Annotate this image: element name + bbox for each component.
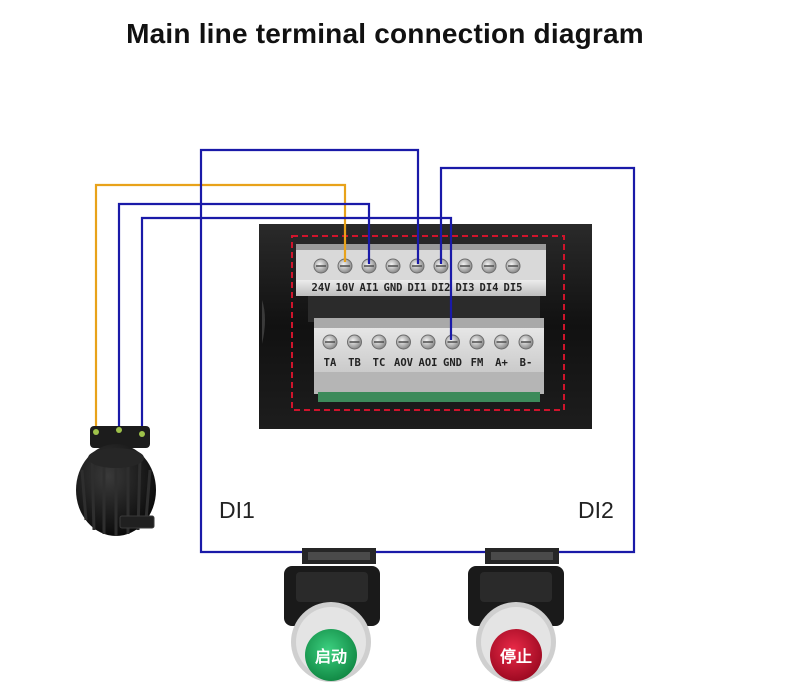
terminal-boundary-outline: [291, 235, 565, 411]
terminal-label-bminus: B-: [520, 357, 533, 369]
blue-wire-gnd: [140, 216, 453, 430]
terminal-label-di4: DI4: [480, 282, 499, 294]
terminal-label-aov: AOV: [394, 357, 414, 369]
blue-wire-di1-loop: [199, 148, 420, 554]
diagram-title: Main line terminal connection diagram: [126, 18, 644, 49]
terminal-label-gnd: GND: [443, 357, 462, 369]
di1-wire-label: DI1: [219, 497, 255, 523]
terminal-label-di2: DI2: [432, 282, 451, 294]
orange-wire-10v: [94, 183, 347, 428]
stop-button-label: 停止: [500, 647, 532, 666]
terminal-label-ta: TA: [324, 357, 337, 369]
terminal-label-tc: TC: [373, 357, 386, 369]
terminal-label-10v: 10V: [336, 282, 356, 294]
start-pushbutton-icon: 启动: [284, 548, 380, 682]
terminal-label-gnd: GND: [384, 282, 403, 294]
terminal-label-di5: DI5: [504, 282, 523, 294]
potentiometer-icon: [76, 426, 156, 536]
terminal-label-di3: DI3: [456, 282, 475, 294]
blue-wire-ai1: [117, 202, 371, 428]
bottom-terminal-row: TA TB TC AOV AOI GND FM A+ B-: [322, 334, 534, 369]
start-button-label: 启动: [315, 647, 347, 666]
blue-wire-di2-loop: [439, 166, 636, 554]
terminal-panel: [259, 224, 592, 429]
top-terminal-row: 24V 10V AI1 GND DI1 DI2 DI3 DI4 DI5: [312, 258, 523, 294]
stop-pushbutton-icon: 停止: [468, 548, 564, 682]
terminal-label-ai1: AI1: [360, 282, 379, 294]
terminal-label-tb: TB: [348, 357, 361, 369]
terminal-label-aoi: AOI: [419, 357, 438, 369]
di2-wire-label: DI2: [578, 497, 614, 523]
terminal-label-aplus: A+: [495, 357, 508, 369]
terminal-label-24v: 24V: [312, 282, 332, 294]
terminal-label-fm: FM: [471, 357, 484, 369]
terminal-label-di1: DI1: [408, 282, 427, 294]
